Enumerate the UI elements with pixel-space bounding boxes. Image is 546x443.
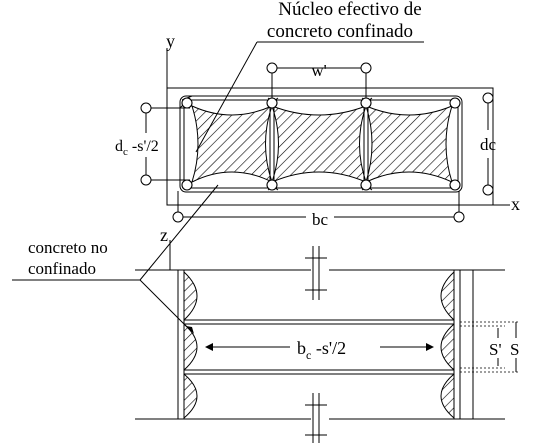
- left-arc-hatch-2: [183, 322, 198, 372]
- core-hatch-2: [271, 105, 367, 183]
- right-arc-hatch-3: [440, 372, 455, 420]
- w-prime-label: w': [311, 61, 326, 80]
- core-hatch-1: [191, 105, 273, 183]
- dc-label: dc: [480, 135, 497, 154]
- break-symbol-top: [305, 246, 327, 300]
- unconfined-line2: confinado: [28, 259, 96, 278]
- y-axis-label: y: [166, 31, 175, 51]
- title-line1: Núcleo efectivo de: [278, 0, 421, 20]
- s-label: S: [510, 340, 519, 359]
- hoop-inner: [183, 99, 459, 189]
- elevation-hoops: [184, 319, 454, 375]
- dc-minus-label: dc -s'/2: [115, 138, 159, 158]
- z-axis-label: z: [160, 225, 168, 245]
- left-arc-hatch-1: [183, 270, 198, 322]
- unconfined-leader-2: [139, 279, 191, 331]
- unconfined-leader-1: [139, 184, 219, 281]
- core-hatch-3: [365, 105, 453, 183]
- longitudinal-bars: [181, 97, 461, 191]
- x-axis-label: x: [511, 194, 520, 214]
- s-prime-label: S': [489, 340, 502, 359]
- break-symbol-bottom: [305, 393, 327, 443]
- hoop-outer: [179, 95, 463, 193]
- title-line2: concreto confinado: [267, 21, 413, 42]
- right-arc-hatch-2: [440, 322, 455, 372]
- right-arc-hatch-1: [440, 270, 455, 322]
- bc-minus-label: bc -s'/2: [297, 338, 346, 362]
- bc-label: bc: [312, 210, 329, 229]
- left-arc-hatch-3: [183, 372, 198, 420]
- unconfined-line1: concreto no: [28, 238, 108, 257]
